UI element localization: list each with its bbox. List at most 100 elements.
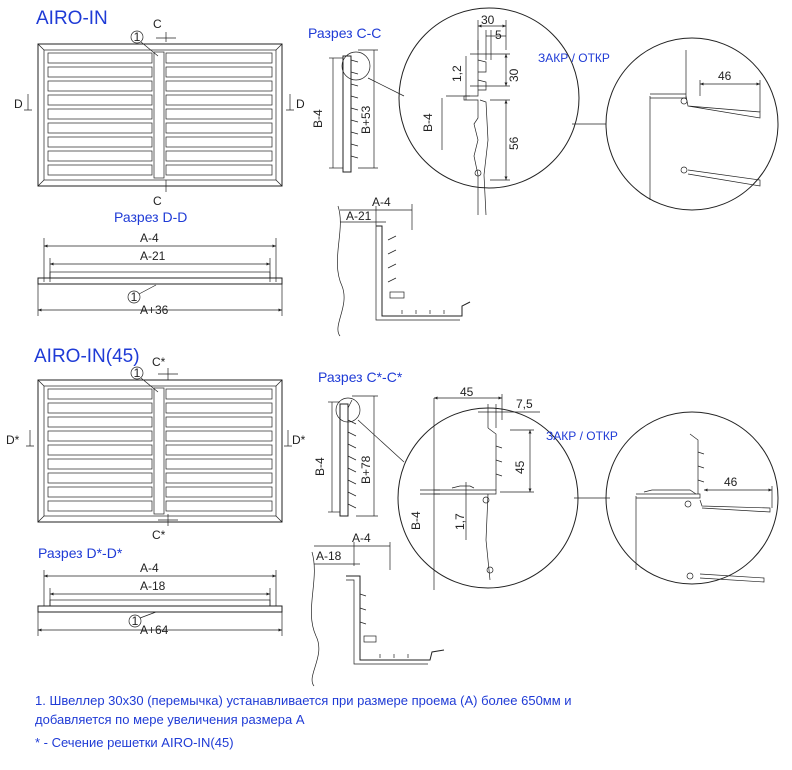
marker-d-right: D	[296, 97, 305, 111]
title-airo-in-45: AIRO-IN(45)	[34, 346, 140, 367]
dim-a-minus-4-dd45: A-4	[140, 561, 159, 575]
dim-b-plus-78: B+78	[359, 455, 373, 484]
state-label-cc45: ЗАКР / ОТКР	[546, 429, 618, 443]
dim-a-minus-4-top: A-4	[140, 231, 159, 245]
dim-1-2-cc: 1,2	[450, 65, 464, 82]
louver-slat	[165, 402, 273, 414]
dim-b-minus-4-detail45: B-4	[409, 511, 423, 530]
cut-line-c-bottom	[156, 180, 176, 192]
frame-profile-top	[337, 204, 471, 337]
reference-marker-1-dd45: 1	[132, 614, 139, 628]
section-dd-title: Разрез D-D	[114, 209, 187, 225]
reference-marker-1-45: 1	[130, 366, 159, 393]
louver-slat	[47, 122, 153, 134]
state-label-cc: ЗАКР / ОТКР	[538, 51, 610, 65]
louver-slat	[165, 94, 273, 106]
section-dd-drawing	[37, 238, 283, 316]
dim-46-cc: 46	[718, 69, 732, 83]
dim-30-cc-vertical: 30	[507, 68, 521, 82]
louver-slat	[165, 80, 273, 92]
dim-46-cc45: 46	[724, 475, 738, 489]
dim-7-5: 7,5	[516, 397, 533, 411]
louver-slat	[165, 52, 273, 64]
louver-slat	[165, 136, 273, 148]
detail-circle-cc45-open	[605, 411, 779, 585]
marker-d-left: D	[14, 97, 23, 111]
dim-a-plus-36: A+36	[140, 303, 169, 317]
dim-a-minus-21: A-21	[140, 249, 166, 263]
frame-profile-bottom	[311, 542, 445, 687]
title-airo-in: AIRO-IN	[36, 8, 108, 29]
dim-a-minus-4-profile-bottom: A-4	[352, 531, 371, 545]
louver-slat	[165, 472, 273, 484]
grille-front-view-45	[37, 379, 283, 523]
cut-line-d45-right	[284, 430, 292, 447]
svg-text:1: 1	[134, 30, 141, 44]
reference-marker-1-dd: 1	[131, 290, 138, 304]
note-line-3: * - Сечение решетки AIRO-IN(45)	[35, 735, 234, 750]
dim-1-7: 1,7	[453, 513, 467, 530]
detail-circle-cc-closed	[398, 7, 580, 216]
louver-slat	[47, 472, 153, 484]
louver-slat	[47, 94, 153, 106]
louver-slat	[165, 150, 273, 162]
louver-slat	[165, 430, 273, 442]
dim-a-minus-4-profile-top: A-4	[372, 195, 391, 209]
dim-a-minus-21-profile: A-21	[346, 209, 372, 223]
dim-45-cc45: 45	[460, 385, 474, 399]
dim-5-cc: 5	[495, 28, 502, 42]
louver-slat	[47, 444, 153, 456]
louver-slat	[47, 164, 153, 176]
section-cc45-profile	[328, 395, 405, 517]
marker-c45-bottom: С*	[152, 528, 166, 542]
cut-line-c45-bottom	[158, 514, 178, 526]
louver-slat	[47, 486, 153, 498]
dim-a-minus-18-dd45: A-18	[140, 579, 166, 593]
cut-line-c45-top	[158, 368, 178, 380]
section-cc-profile	[329, 49, 405, 173]
dim-a-minus-18-profile: A-18	[316, 549, 342, 563]
cut-line-c-top	[156, 32, 176, 42]
louver-slat	[47, 150, 153, 162]
louver-slat	[47, 136, 153, 148]
dim-b-plus-53: B+53	[359, 105, 373, 134]
louver-slat	[165, 164, 273, 176]
section-dd45-drawing	[37, 570, 283, 636]
louver-slat	[47, 416, 153, 428]
dim-a-plus-64: A+64	[140, 623, 169, 637]
dim-56: 56	[507, 136, 521, 150]
dim-b-minus-4-detail: B-4	[421, 113, 435, 132]
louver-slat	[165, 444, 273, 456]
louver-slat	[165, 458, 273, 470]
louver-slat	[165, 108, 273, 120]
louver-slat	[165, 66, 273, 78]
detail-circle-cc-open	[605, 37, 779, 211]
louver-slat	[47, 402, 153, 414]
louver-slat	[165, 416, 273, 428]
louver-slat	[47, 500, 153, 512]
cut-line-d-right	[286, 94, 294, 111]
note-line-2: добавляется по мере увеличения размера А	[35, 712, 305, 727]
louver-slat	[47, 52, 153, 64]
marker-c-bottom: С	[153, 194, 162, 208]
section-cc-title: Разрез С-С	[308, 25, 381, 41]
reference-marker-1: 1	[130, 30, 159, 57]
marker-d45-left: D*	[6, 433, 20, 447]
marker-c45-top: С*	[152, 355, 166, 369]
marker-c-top: С	[153, 17, 162, 31]
louver-slat	[165, 122, 273, 134]
cut-line-d45-left	[26, 430, 34, 447]
louver-slat	[165, 500, 273, 512]
louver-slat	[47, 430, 153, 442]
louver-slat	[47, 108, 153, 120]
section-dd45-title: Разрез D*-D*	[38, 545, 123, 561]
dim-30-cc: 30	[481, 13, 495, 27]
louver-slat	[47, 458, 153, 470]
louver-slat	[47, 66, 153, 78]
section-cc45-title: Разрез С*-С*	[318, 369, 403, 385]
dim-b-minus-4-cc45: B-4	[313, 457, 327, 476]
louver-slat	[47, 80, 153, 92]
note-line-1: 1. Швеллер 30х30 (перемычка) устанавлива…	[35, 693, 572, 708]
grille-front-view	[37, 43, 283, 187]
